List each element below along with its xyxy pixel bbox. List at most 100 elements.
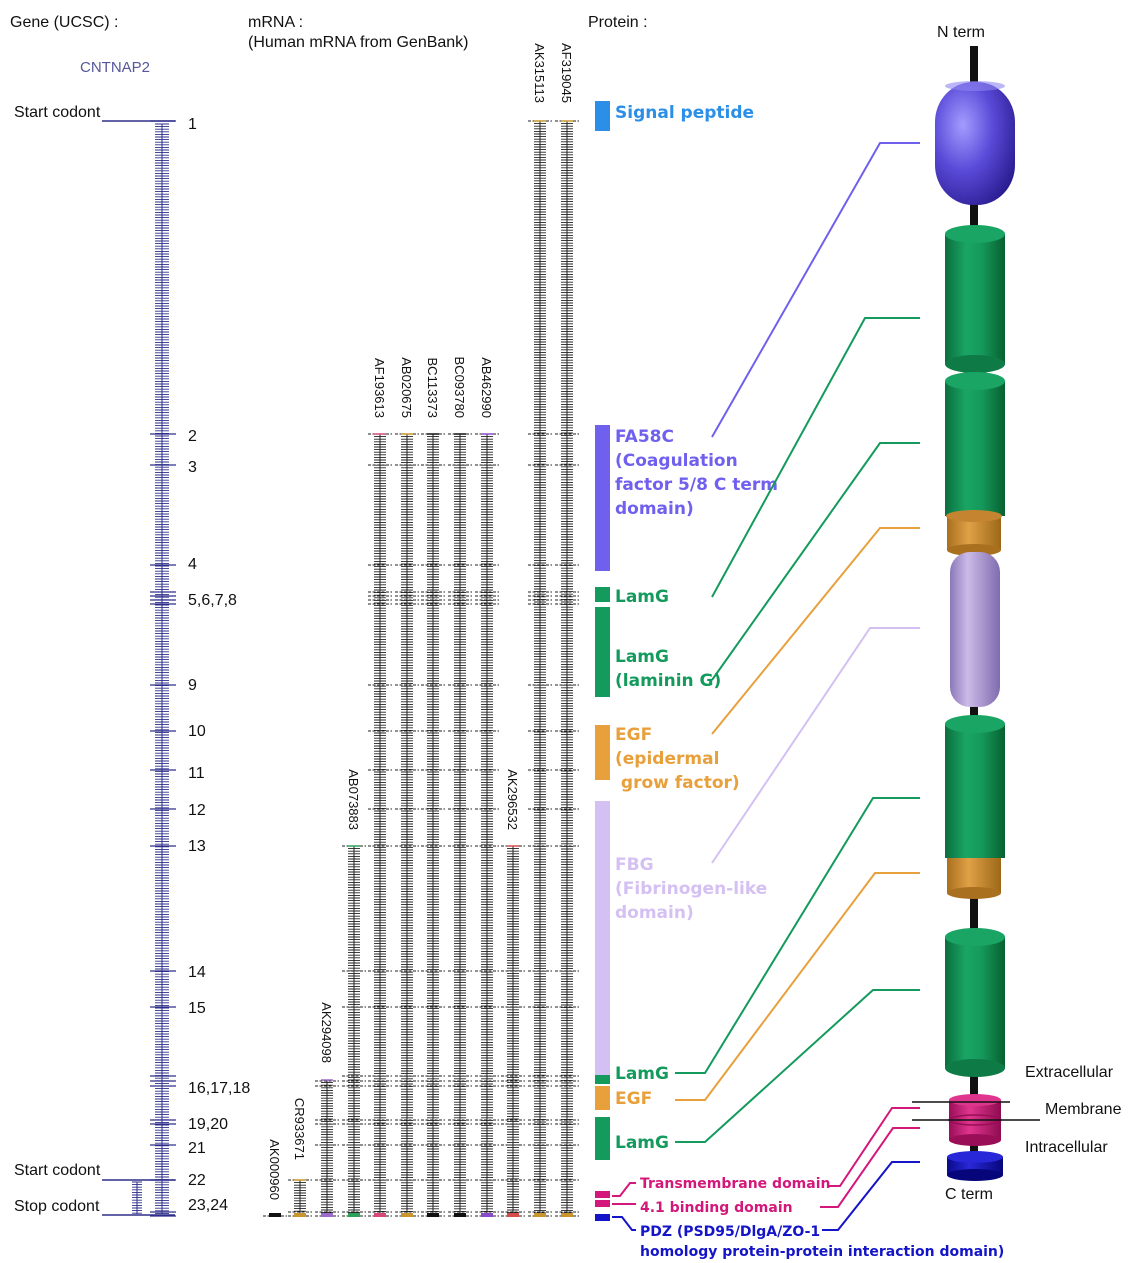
- gene-small-track: [132, 1181, 142, 1214]
- pdz-label: homology protein-protein interaction dom…: [640, 1244, 1004, 1260]
- mrna-body-ticks: [454, 433, 466, 1215]
- fourone-bar: [595, 1200, 610, 1207]
- signal-peptide-label: Signal peptide: [615, 103, 754, 123]
- fbg-label: (Fibrinogen-like: [615, 879, 767, 899]
- mrna-body: [294, 1179, 306, 1215]
- mrna-id-label: AK294098: [319, 1002, 334, 1063]
- mrna-id-label: AF319045: [559, 43, 574, 103]
- mrna-body: [401, 433, 413, 1215]
- lamg-bar-1: [595, 587, 610, 602]
- lamg-label-3: LamG: [615, 1064, 669, 1084]
- lamg-bar-2: [595, 607, 610, 697]
- lamg-label-4: LamG: [615, 1133, 669, 1153]
- mrna-end-mark: [294, 1213, 306, 1217]
- pdz-cylinder-bottom: [947, 1169, 1003, 1181]
- transmembrane-bar: [595, 1191, 610, 1198]
- connector-fa58c: [711, 142, 920, 438]
- signal-peptide-blob: [935, 82, 1015, 205]
- domain-labels: Signal peptide FA58C (Coagulation factor…: [615, 103, 1004, 1260]
- pdz-label: PDZ (PSD95/DlgA/ZO-1: [640, 1224, 820, 1240]
- membrane-label: Membrane: [1045, 1101, 1122, 1118]
- connector-lamg-2: [711, 442, 920, 681]
- connector-lamg-1: [711, 317, 920, 598]
- mrna-end-mark: [507, 1213, 519, 1217]
- lamg-cylinder-4: [945, 937, 1005, 1068]
- mrna-track: AF193613: [368, 358, 392, 1217]
- mrna-track: CR933671: [288, 1098, 312, 1217]
- mrna-body-ticks: [561, 120, 573, 1214]
- mrna-subheader: (Human mRNA from GenBank): [248, 34, 469, 51]
- exon-label: 13: [188, 838, 206, 855]
- exon-label: 15: [188, 1000, 206, 1017]
- connector-lamg-4: [675, 989, 920, 1143]
- signal-peptide-bar: [595, 101, 610, 131]
- gene-intron: [155, 123, 169, 1214]
- protein-model: N term C term Extrace: [912, 24, 1122, 1203]
- exon-label: 10: [188, 723, 206, 740]
- mrna-id-label: AK000960: [267, 1139, 282, 1200]
- mrna-end-mark: [481, 1213, 493, 1217]
- exon-label: 4: [188, 556, 197, 573]
- gene-header: Gene (UCSC) :: [10, 14, 118, 31]
- start-codon-label: Start codont: [14, 104, 101, 121]
- fbg-label: FBG: [615, 855, 654, 875]
- mrna-body-ticks: [481, 433, 493, 1215]
- mrna-end-mark: [454, 1213, 466, 1217]
- exon-label: 11: [188, 765, 205, 782]
- gene-short-isoform: [132, 1181, 142, 1214]
- egf-cylinder-2-bottom: [947, 887, 1001, 899]
- mrna-id-label: BC113373: [425, 358, 440, 418]
- lamg-cylinder-4-bottom: [945, 1059, 1005, 1077]
- mrna-body: [507, 845, 519, 1214]
- egf-bar-1: [595, 725, 610, 780]
- mrna-body: [481, 433, 493, 1215]
- lamg-cylinder-3-top: [945, 715, 1005, 733]
- connector-pdz-left: [612, 1216, 636, 1231]
- n-term-label: N term: [937, 24, 985, 41]
- exon-label: 14: [188, 964, 206, 981]
- mrna-id-label: CR933671: [292, 1098, 307, 1160]
- mrna-end-mark: [561, 1213, 573, 1217]
- extracellular-label: Extracellular: [1025, 1064, 1114, 1081]
- lamg-label-2: LamG: [615, 647, 669, 667]
- mrna-track: AK296532: [501, 769, 525, 1217]
- mrna-end-mark: [269, 1213, 281, 1217]
- mrna-tracks: AK000960 CR933671 AK294098 AB073883 AF193613…: [263, 43, 579, 1217]
- mrna-body: [374, 433, 386, 1215]
- connector-lamg-3: [675, 797, 920, 1074]
- mrna-end-mark: [348, 1213, 360, 1217]
- fa58c-label: domain): [615, 499, 694, 519]
- c-term-label: C term: [945, 1186, 993, 1203]
- transmembrane-label: Transmembrane domain: [640, 1176, 830, 1192]
- mrna-track: AB462990: [475, 357, 499, 1217]
- stop-codon-label: Stop codont: [14, 1198, 100, 1215]
- lamg-label-2: (laminin G): [615, 671, 721, 691]
- mrna-track: AK000960: [263, 1139, 287, 1217]
- mrna-track: AK315113: [528, 43, 552, 1217]
- connector-lines: [612, 142, 920, 1231]
- fa58c-label: (Coagulation: [615, 451, 738, 471]
- fbg-bar: [595, 801, 610, 1075]
- fa58c-label: factor 5/8 C term: [615, 475, 778, 495]
- mrna-id-label: AK315113: [532, 43, 547, 103]
- lamg-cylinder-4-top: [945, 928, 1005, 946]
- exon-label: 3: [188, 459, 197, 476]
- lamg-cylinder-2: [945, 381, 1005, 516]
- lamg-bar-4: [595, 1117, 610, 1160]
- mrna-track: BC113373: [421, 358, 445, 1217]
- mrna-body: [454, 433, 466, 1215]
- connector-tm-left: [612, 1182, 636, 1197]
- exon-label: 22: [188, 1172, 206, 1189]
- egf-bar-2: [595, 1086, 610, 1110]
- connector-tm: [828, 1107, 920, 1187]
- egf-cylinder-1-top: [946, 510, 1002, 522]
- start-codon-label-2: Start codont: [14, 1162, 101, 1179]
- domain-bars: [595, 101, 610, 1221]
- lamg-bar-3: [595, 1075, 610, 1084]
- connector-fourone: [820, 1127, 920, 1208]
- exon-label: 1: [188, 116, 197, 133]
- mrna-end-mark: [374, 1213, 386, 1217]
- mrna-id-label: AB073883: [346, 769, 361, 830]
- exon-label: 5,6,7,8: [188, 592, 237, 609]
